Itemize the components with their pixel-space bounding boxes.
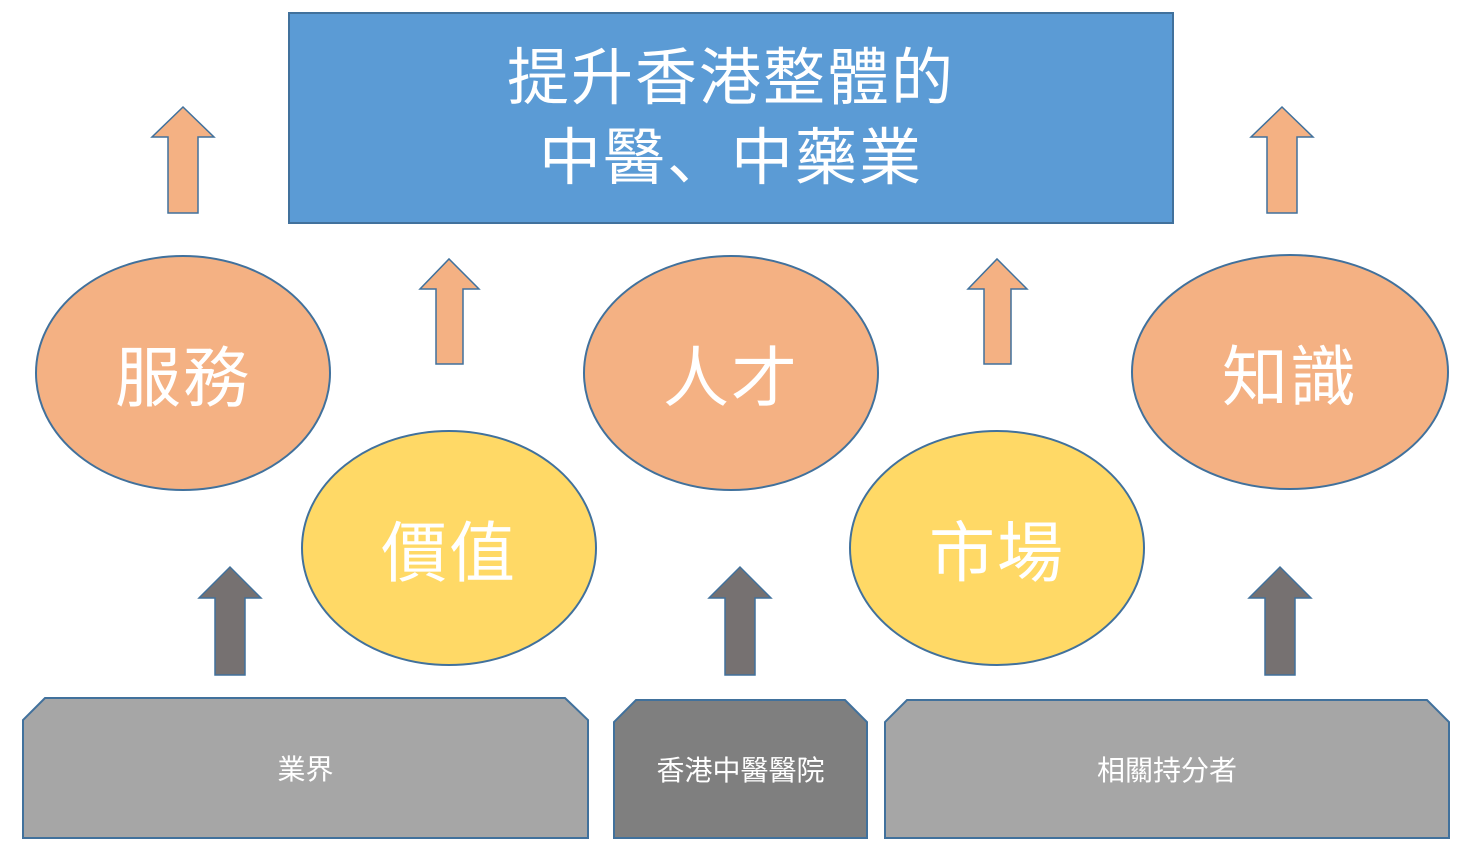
title-line-2: 中醫、中藥業 <box>538 121 923 194</box>
stakeholder-label-hospital: 香港中醫醫院 <box>656 754 825 787</box>
outcome-ellipse-talent <box>583 255 879 491</box>
driver-label-market: 市場 <box>929 515 1065 592</box>
title-box: 提升香港整體的 中醫、中藥業 <box>288 12 1174 224</box>
stakeholder-label-related: 相關持分者 <box>1096 754 1237 787</box>
stakeholder-box-related <box>884 699 1450 839</box>
up-arrow-icon <box>1247 565 1313 676</box>
title-line-1: 提升香港整體的 <box>506 41 955 114</box>
stakeholder-label-industry: 業界 <box>277 753 334 786</box>
outcome-label-talent: 人才 <box>663 340 799 417</box>
outcome-ellipse-knowledge <box>1131 254 1449 490</box>
stakeholder-box-industry <box>22 697 589 839</box>
driver-ellipse-market <box>849 430 1145 666</box>
up-arrow-icon <box>1249 105 1315 214</box>
outcome-label-knowledge: 知識 <box>1222 339 1358 416</box>
stakeholder-box-hospital <box>613 699 868 839</box>
outcome-label-service: 服務 <box>115 340 251 417</box>
driver-label-value: 價值 <box>381 515 517 592</box>
up-arrow-icon <box>418 257 481 365</box>
outcome-ellipse-service <box>35 255 331 491</box>
up-arrow-icon <box>197 565 263 676</box>
driver-ellipse-value <box>301 430 597 666</box>
up-arrow-icon <box>150 105 216 214</box>
up-arrow-icon <box>966 257 1029 365</box>
up-arrow-icon <box>707 565 773 676</box>
